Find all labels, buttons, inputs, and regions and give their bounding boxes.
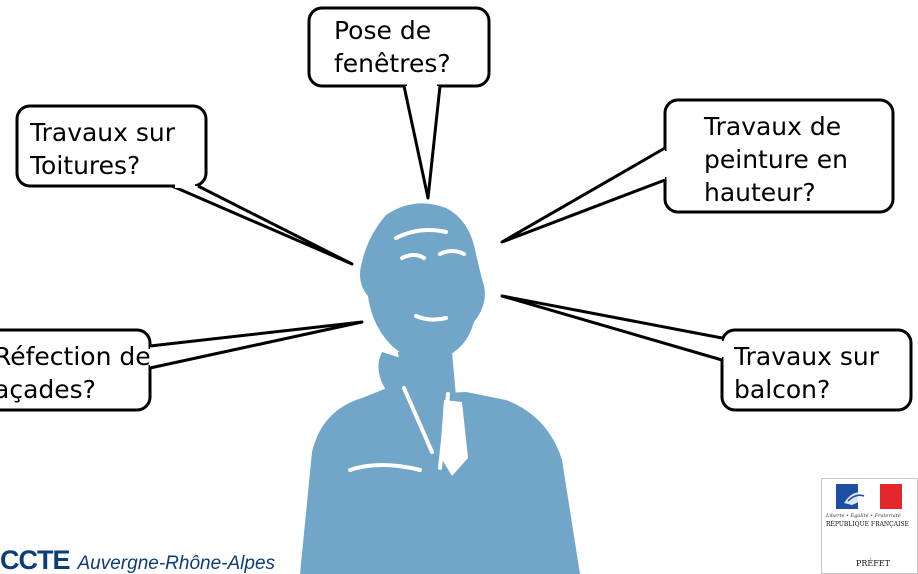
marianne-prefet: PRÉFET xyxy=(856,559,890,568)
bubble-balcon-line-2: balcon? xyxy=(734,375,831,404)
bubble-facades-shape xyxy=(0,320,364,412)
bubble-peinture-shape xyxy=(500,98,895,244)
bubble-facades-line-1: Réfection de xyxy=(0,342,151,371)
bubble-peinture-line-1: Travaux de xyxy=(704,112,842,141)
bubble-fenetres-text: Pose de fenêtres? xyxy=(334,14,451,80)
bubble-fenetres-line-2: fenêtres? xyxy=(334,49,451,78)
thinking-man-figure xyxy=(300,203,580,574)
bubble-toitures-shape xyxy=(15,104,354,266)
bubble-toitures-line-1: Travaux sur xyxy=(30,118,176,147)
bubble-peinture-line-2: peinture en xyxy=(704,145,848,174)
bubble-balcon-line-1: Travaux sur xyxy=(734,342,880,371)
dirrecte-logo: CCTE Auvergne-Rhône-Alpes xyxy=(0,545,275,574)
bubble-toitures-text: Travaux sur Toitures? xyxy=(30,116,175,182)
republique-francaise-logo: Liberté • Égalité • Fraternité RÉPUBLIQU… xyxy=(821,478,918,574)
bubble-peinture-text: Travaux de peinture en hauteur? xyxy=(704,110,848,209)
logo-region: Auvergne-Rhône-Alpes xyxy=(77,553,276,574)
bubble-peinture-line-3: hauteur? xyxy=(704,178,816,207)
bubble-balcon-text: Travaux sur balcon? xyxy=(734,340,879,406)
marianne-flag-icon xyxy=(836,484,902,509)
tie xyxy=(440,400,468,476)
bubble-facades-text: Réfection de açades? xyxy=(0,340,151,406)
bubble-fenetres-shape xyxy=(307,6,491,200)
bubble-balcon-shape xyxy=(500,294,913,412)
logo-brand: CCTE xyxy=(0,545,70,574)
marianne-republic: RÉPUBLIQUE FRANÇAISE xyxy=(826,521,909,528)
bubble-toitures-line-2: Toitures? xyxy=(30,151,141,180)
bubble-facades-line-2: açades? xyxy=(0,375,96,404)
marianne-motto: Liberté • Égalité • Fraternité xyxy=(826,513,901,519)
bubble-fenetres-line-1: Pose de xyxy=(334,16,432,45)
